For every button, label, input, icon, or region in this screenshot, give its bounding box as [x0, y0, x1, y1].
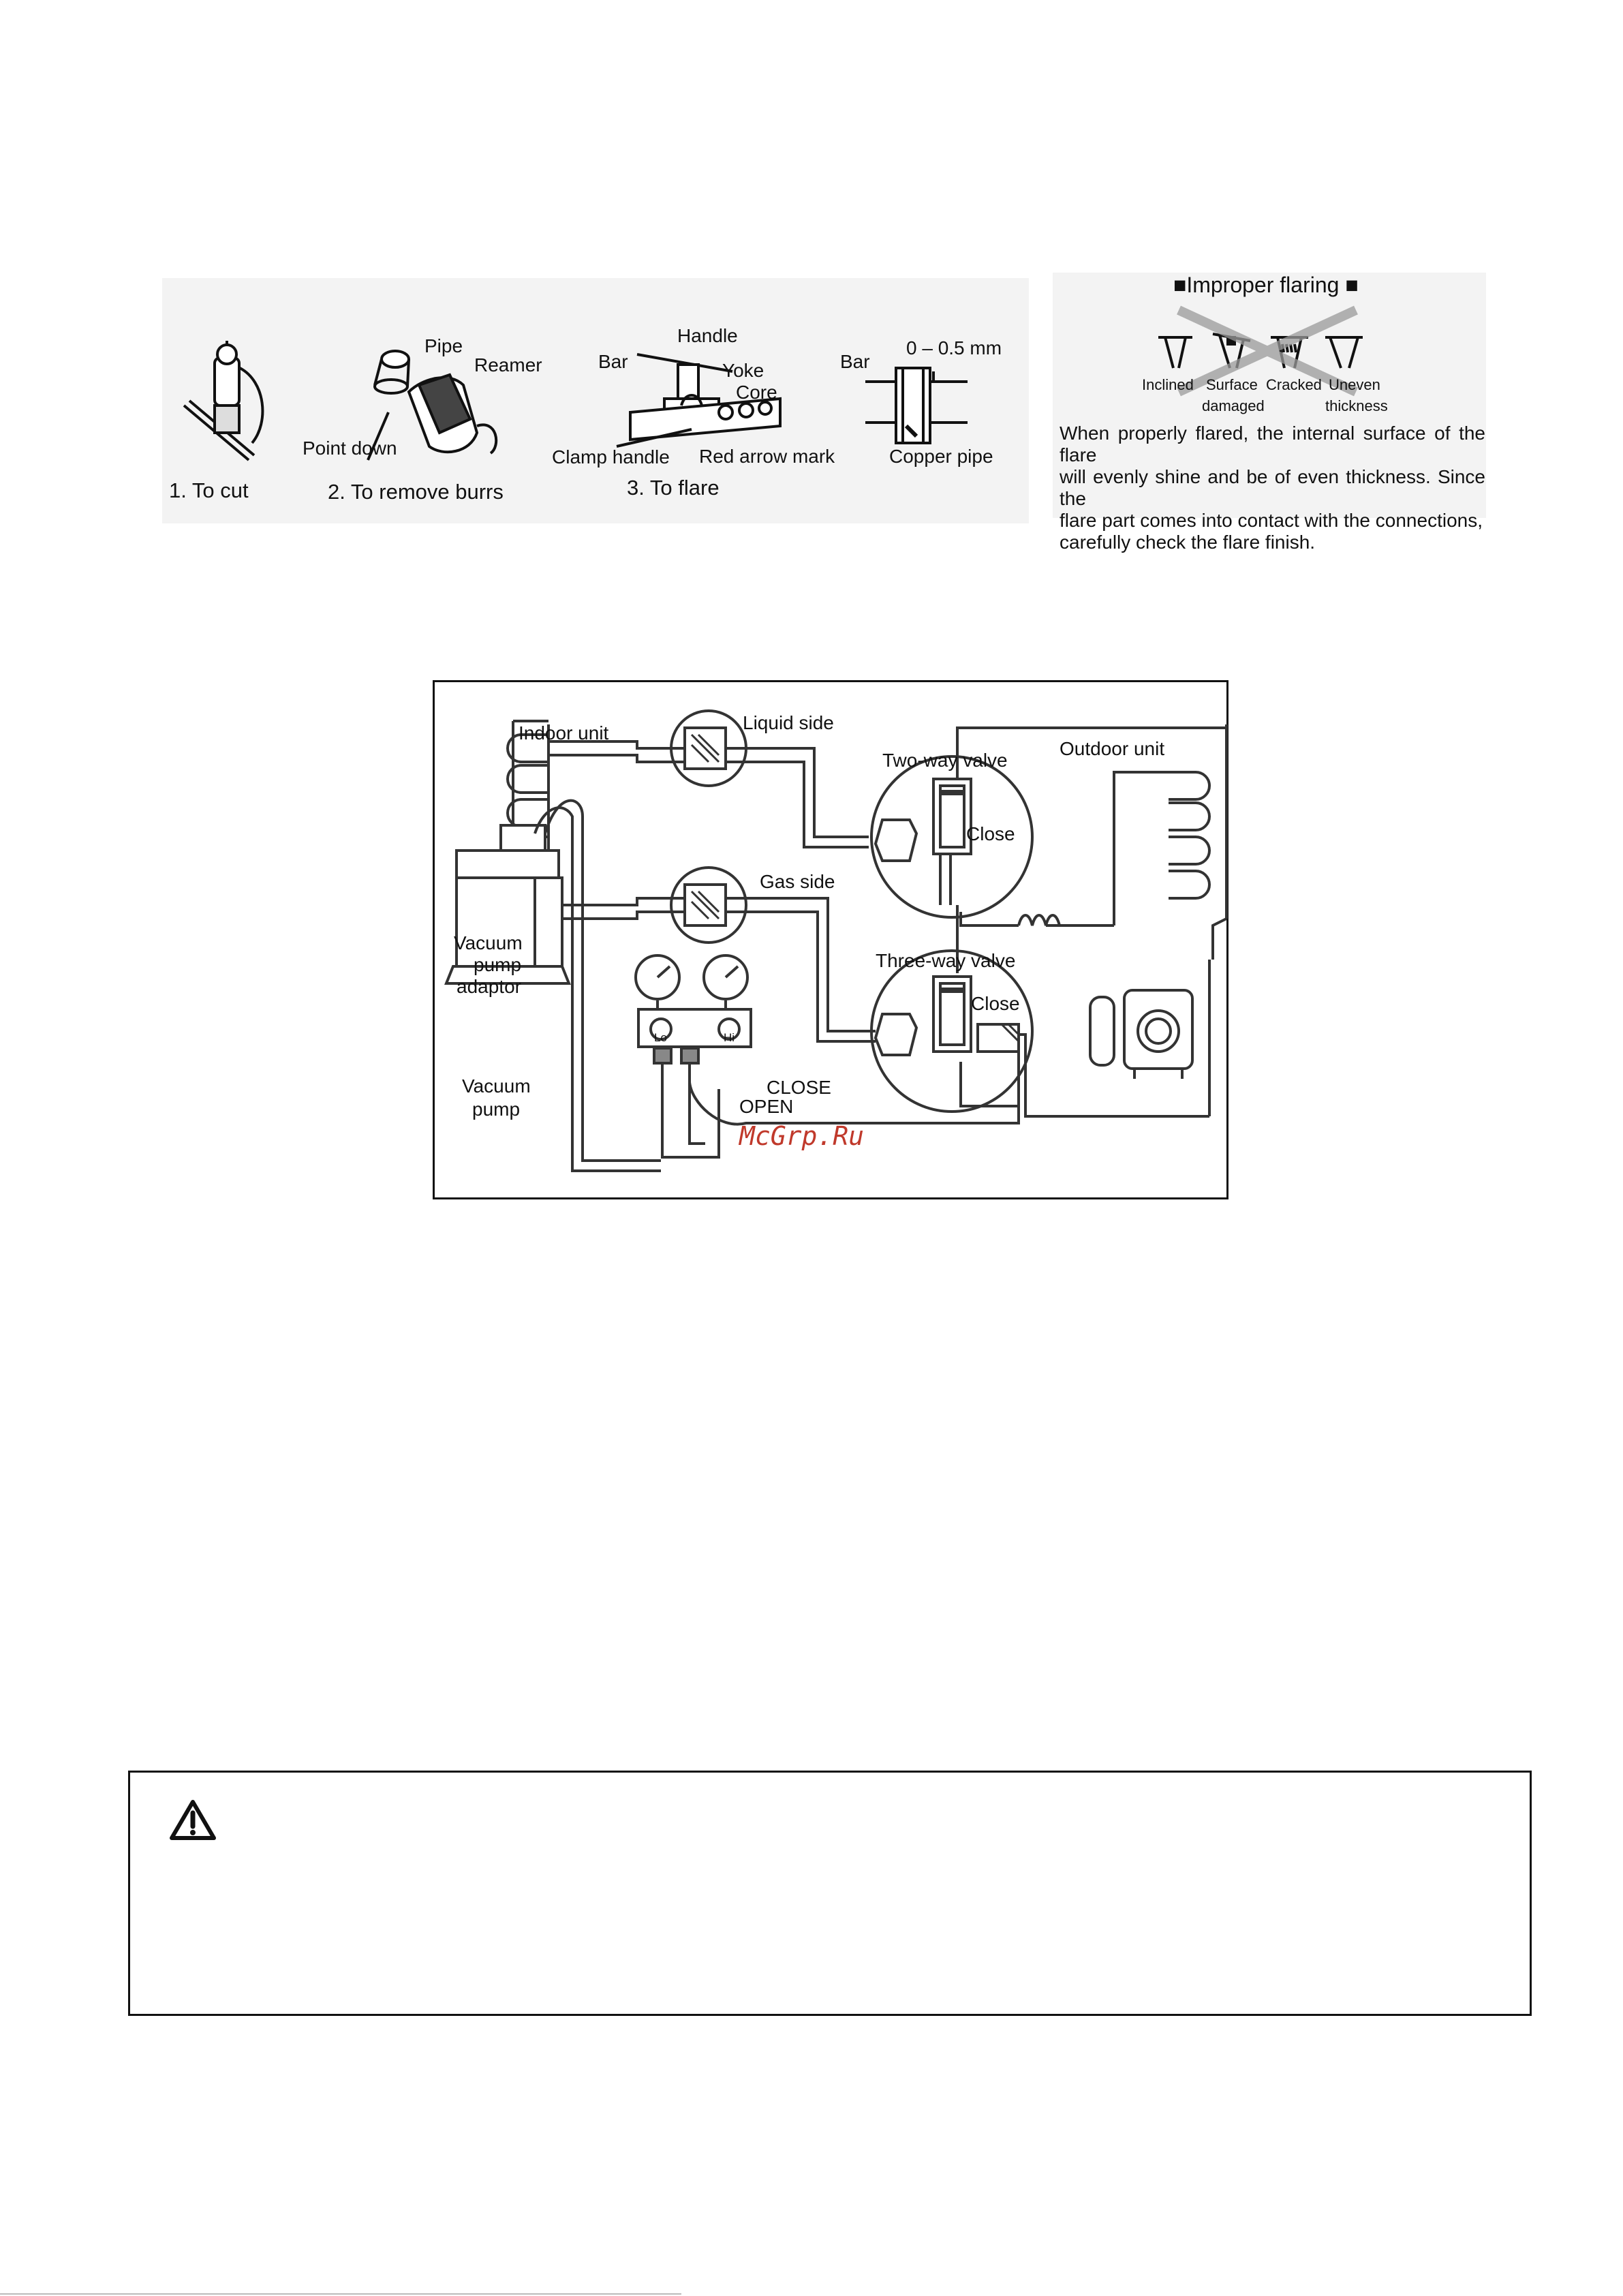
caution-box — [128, 1771, 1532, 2016]
close-label-2: Close — [971, 993, 1020, 1014]
vacuum-diagram-lines — [444, 709, 1228, 1172]
vacuum-pump-adaptor-label-3: adaptor — [457, 976, 521, 997]
step-to-cut: 1. To cut — [169, 478, 249, 502]
vacuum-pump-adaptor-label-1: Vacuum — [454, 932, 523, 953]
vacuum-pump-label-2: pump — [472, 1099, 521, 1120]
close-label-1: Close — [966, 823, 1015, 844]
vacuum-diagram-frame — [433, 680, 1228, 1199]
gap-label: 0 – 0.5 mm — [906, 337, 1002, 358]
bar-label: Bar — [598, 351, 628, 372]
pipe-label: Pipe — [424, 335, 463, 356]
improper-flare-shapes — [1158, 305, 1363, 397]
gas-side-label: Gas side — [760, 871, 835, 892]
copper-pipe-label: Copper pipe — [889, 446, 993, 467]
flaring-figure — [162, 278, 1029, 523]
step-remove-burrs: 2. To remove burrs — [328, 480, 504, 504]
note-line-4: carefully check the flare finish. — [1060, 532, 1316, 553]
surface-label: Surface — [1206, 376, 1258, 393]
note-line-3: flare part comes into contact with the c… — [1060, 510, 1483, 531]
two-way-valve-label: Two-way valve — [882, 750, 1008, 771]
red-arrow-mark-label: Red arrow mark — [699, 446, 835, 467]
pipe-cutter-illustration — [183, 341, 264, 461]
note-line-1: When properly flared, the internal surfa… — [1060, 423, 1485, 465]
flare-finish-note: When properly flared, the internal surfa… — [1060, 423, 1485, 553]
watermark: McGrp.Ru — [739, 1121, 865, 1151]
yoke-label: Yoke — [722, 360, 764, 381]
indoor-unit-label: Indoor unit — [519, 722, 609, 744]
outdoor-unit-label: Outdoor unit — [1060, 738, 1165, 759]
flare-gap-illustration — [865, 367, 968, 444]
uneven-label: Uneven — [1329, 376, 1380, 393]
footer-rule — [0, 2293, 681, 2295]
damaged-label: damaged — [1202, 397, 1265, 414]
hi-gauge-label: Hi — [724, 1031, 735, 1044]
reamer-illustration — [367, 350, 498, 461]
point-down-label: Point down — [303, 438, 397, 459]
reamer-label: Reamer — [474, 354, 542, 376]
handle-label: Handle — [677, 325, 738, 346]
inclined-label: Inclined — [1142, 376, 1194, 393]
warning-icon — [170, 1800, 216, 1840]
thickness-label: thickness — [1325, 397, 1388, 414]
core-label: Core — [736, 382, 777, 403]
vacuum-pump-adaptor-label-2: pump — [474, 954, 522, 975]
improper-flaring-panel — [1053, 273, 1486, 518]
bar-label-2: Bar — [840, 351, 870, 372]
clamp-handle-label: Clamp handle — [552, 446, 670, 468]
close-caps-label: CLOSE — [767, 1077, 831, 1098]
flaring-tool-illustration — [616, 353, 782, 448]
open-caps-label: OPEN — [739, 1096, 794, 1117]
lo-gauge-label: Lo — [654, 1031, 667, 1044]
cracked-label: Cracked — [1266, 376, 1322, 393]
liquid-side-label: Liquid side — [743, 712, 834, 733]
three-way-valve-label: Three-way valve — [876, 950, 1016, 971]
vacuum-pump-label-1: Vacuum — [462, 1075, 531, 1097]
step-to-flare: 3. To flare — [627, 476, 720, 500]
note-line-2: will evenly shine and be of even thickne… — [1060, 466, 1485, 509]
improper-flaring-title: ■Improper flaring ■ — [1173, 273, 1359, 297]
